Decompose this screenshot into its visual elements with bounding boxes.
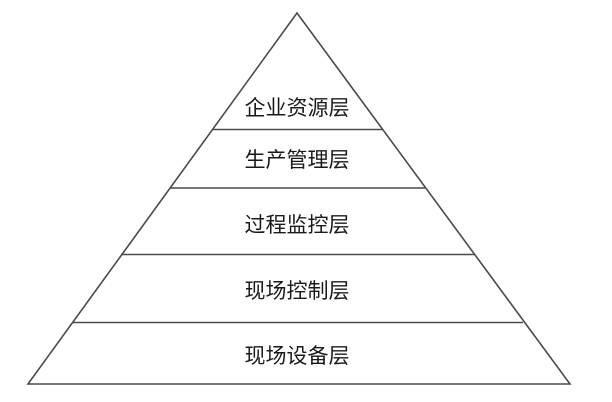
layer-label-field-device: 现场设备层 bbox=[245, 344, 350, 368]
pyramid-outline bbox=[26, 11, 572, 385]
layer-label-process-monitoring: 过程监控层 bbox=[245, 213, 350, 237]
layer-label-field-control: 现场控制层 bbox=[245, 279, 350, 303]
layer-label-production-management: 生产管理层 bbox=[245, 148, 350, 172]
layer-label-enterprise-resource: 企业资源层 bbox=[245, 96, 350, 120]
